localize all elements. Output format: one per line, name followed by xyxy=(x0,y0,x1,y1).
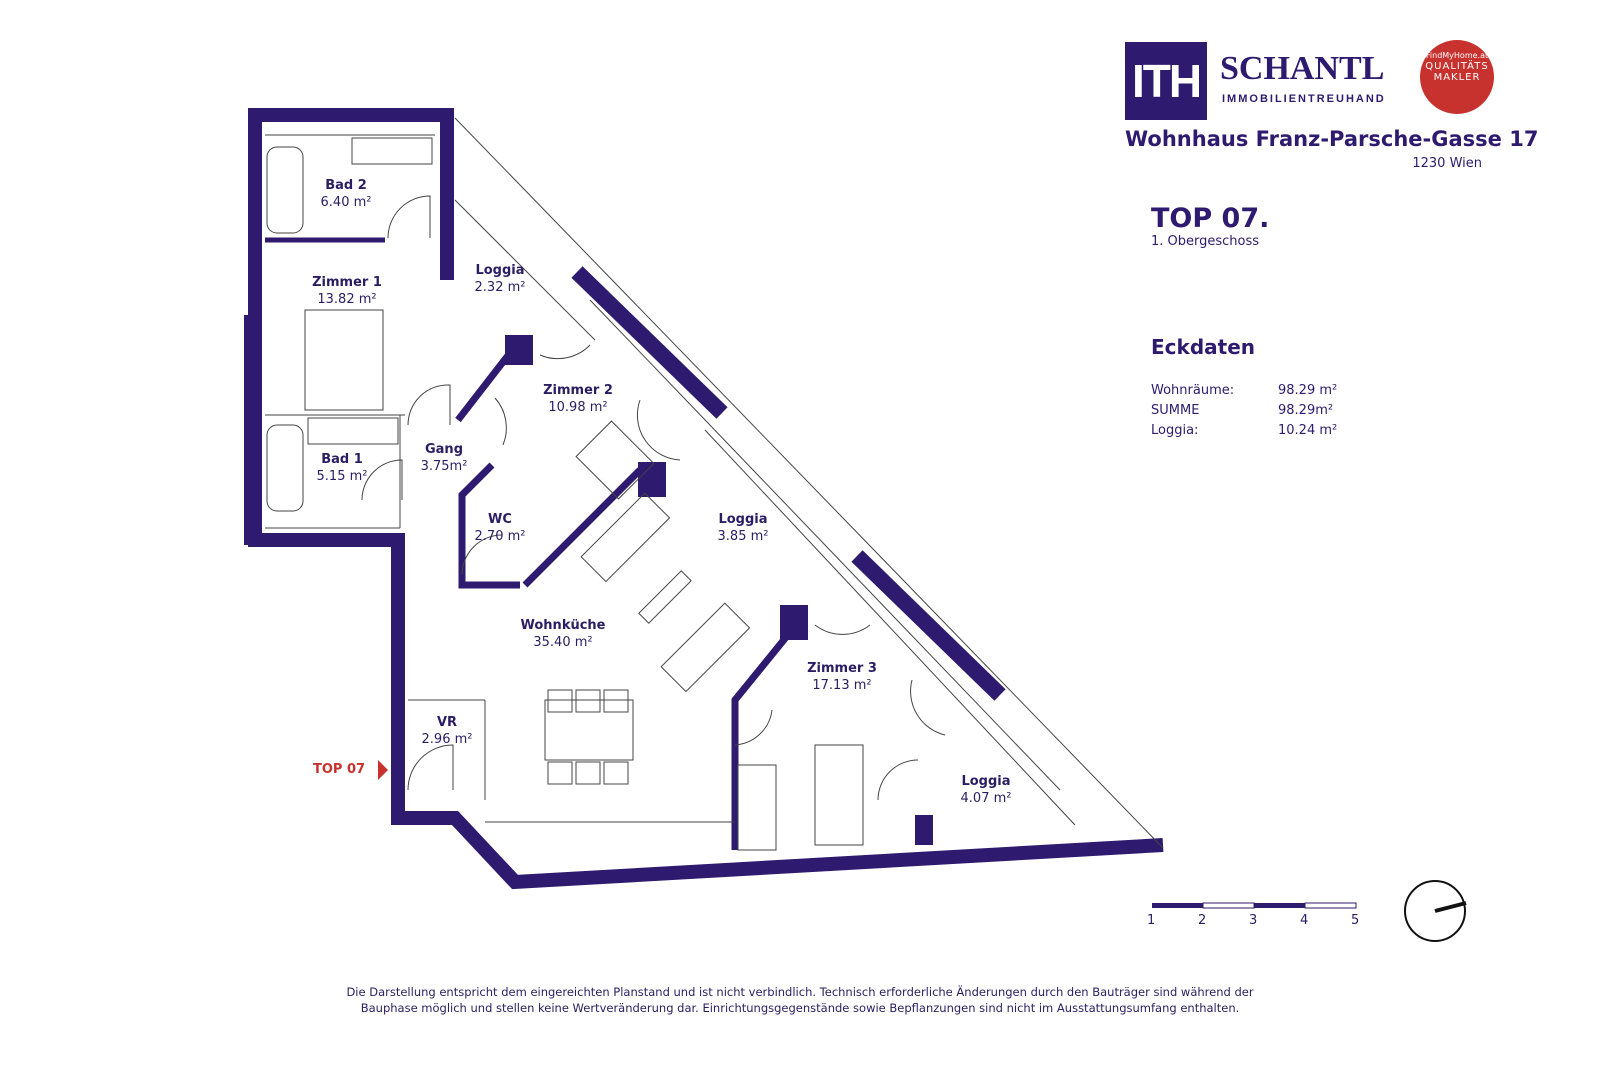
room-area: 17.13 m² xyxy=(812,678,872,693)
scale-tick: 4 xyxy=(1300,913,1309,928)
wall-wc xyxy=(458,462,520,589)
room-area: 3.75m² xyxy=(420,459,468,474)
room-area: 5.15 m² xyxy=(316,469,368,484)
seal-line: FindMyHome.at xyxy=(1425,51,1489,60)
room-zimmer-1: Zimmer 1 13.82 m² xyxy=(312,274,382,308)
room-area: 10.98 m² xyxy=(548,400,608,415)
room-vr: VR 2.96 m² xyxy=(422,714,473,748)
wall-pier xyxy=(780,605,808,640)
room-loggia-2: Loggia 3.85 m² xyxy=(718,511,769,545)
room-name: Zimmer 2 xyxy=(543,383,613,398)
room-name: Loggia xyxy=(475,263,525,278)
wall-z3 xyxy=(731,617,803,850)
eckdaten-row: Loggia: 10.24 m² xyxy=(1151,423,1337,438)
room-zimmer-2: Zimmer 2 10.98 m² xyxy=(543,382,613,416)
room-area: 2.96 m² xyxy=(421,732,473,747)
wall-pier xyxy=(638,462,666,497)
room-name: Zimmer 3 xyxy=(807,661,877,676)
room-area: 2.32 m² xyxy=(474,280,526,295)
room-area: 13.82 m² xyxy=(317,292,377,307)
scale-tick: 5 xyxy=(1351,913,1360,928)
wall-wohn-diag xyxy=(522,467,643,588)
room-area: 35.40 m² xyxy=(533,635,593,650)
disclaimer-line: Die Darstellung entspricht dem eingereic… xyxy=(346,985,1254,999)
room-loggia-1: Loggia 2.32 m² xyxy=(475,262,526,296)
room-name: Zimmer 1 xyxy=(312,275,382,290)
north-arrow-icon xyxy=(1404,880,1467,942)
exterior-wall xyxy=(248,108,1164,890)
quality-seal-badge: FindMyHome.at QUALITÄTS MAKLER xyxy=(1420,40,1494,114)
scale-tick: 2 xyxy=(1198,913,1207,928)
loggia-wall-2 xyxy=(851,550,1006,701)
room-gang: Gang 3.75m² xyxy=(421,441,468,475)
room-wohnkueche: Wohnküche 35.40 m² xyxy=(521,617,606,651)
room-name: Loggia xyxy=(961,774,1011,789)
room-name: VR xyxy=(436,715,458,730)
room-name: Wohnküche xyxy=(520,618,606,633)
company-subtitle: IMMOBILIENTREUHAND xyxy=(1222,93,1386,105)
disclaimer: Die Darstellung entspricht dem eingereic… xyxy=(300,984,1300,1016)
unit-floor: 1. Obergeschoss xyxy=(1151,234,1260,249)
eckdaten-heading: Eckdaten xyxy=(1151,335,1255,359)
entry-label: TOP 07 xyxy=(313,762,366,777)
room-bad-1: Bad 1 5.15 m² xyxy=(317,451,368,485)
room-area: 6.40 m² xyxy=(320,195,372,210)
room-name: Gang xyxy=(424,442,464,457)
project-city: 1230 Wien xyxy=(1412,156,1482,171)
room-name: Loggia xyxy=(718,512,768,527)
unit-number: TOP 07. xyxy=(1151,203,1270,234)
room-area: 2.70 m² xyxy=(474,529,526,544)
room-area: 4.07 m² xyxy=(960,791,1012,806)
scale-tick: 3 xyxy=(1249,913,1258,928)
loggia-wall-1 xyxy=(571,266,728,419)
room-wc: WC 2.70 m² xyxy=(475,511,526,545)
row-label: SUMME xyxy=(1151,403,1200,418)
room-name: Bad 1 xyxy=(321,452,363,467)
wall-pier xyxy=(915,815,933,845)
row-label: Loggia: xyxy=(1151,423,1199,438)
row-label: Wohnräume: xyxy=(1151,383,1235,398)
room-name: Bad 2 xyxy=(325,178,367,193)
eckdaten-row: SUMME 98.29m² xyxy=(1151,403,1333,418)
company-name: SCHANTL xyxy=(1220,50,1385,87)
room-bad-2: Bad 2 6.40 m² xyxy=(321,177,372,211)
room-loggia-3: Loggia 4.07 m² xyxy=(961,773,1012,807)
eckdaten-row: Wohnräume: 98.29 m² xyxy=(1151,383,1337,398)
row-value: 98.29 m² xyxy=(1278,383,1338,398)
company-logo-mark: ITH xyxy=(1125,42,1207,120)
project-title: Wohnhaus Franz-Parsche-Gasse 17 xyxy=(1125,127,1539,151)
seal-line: QUALITÄTS xyxy=(1425,61,1489,72)
scale-tick: 1 xyxy=(1147,913,1156,928)
disclaimer-line: Bauphase möglich und stellen keine Wertv… xyxy=(360,1001,1240,1015)
wall-pier xyxy=(505,335,533,365)
scale-bar xyxy=(1152,902,1357,909)
room-zimmer-3: Zimmer 3 17.13 m² xyxy=(807,660,877,694)
entry-arrow-icon xyxy=(378,760,388,780)
row-value: 10.24 m² xyxy=(1278,423,1338,438)
room-area: 3.85 m² xyxy=(717,529,769,544)
room-name: WC xyxy=(488,512,512,527)
row-value: 98.29m² xyxy=(1278,403,1334,418)
seal-line: MAKLER xyxy=(1433,72,1481,83)
